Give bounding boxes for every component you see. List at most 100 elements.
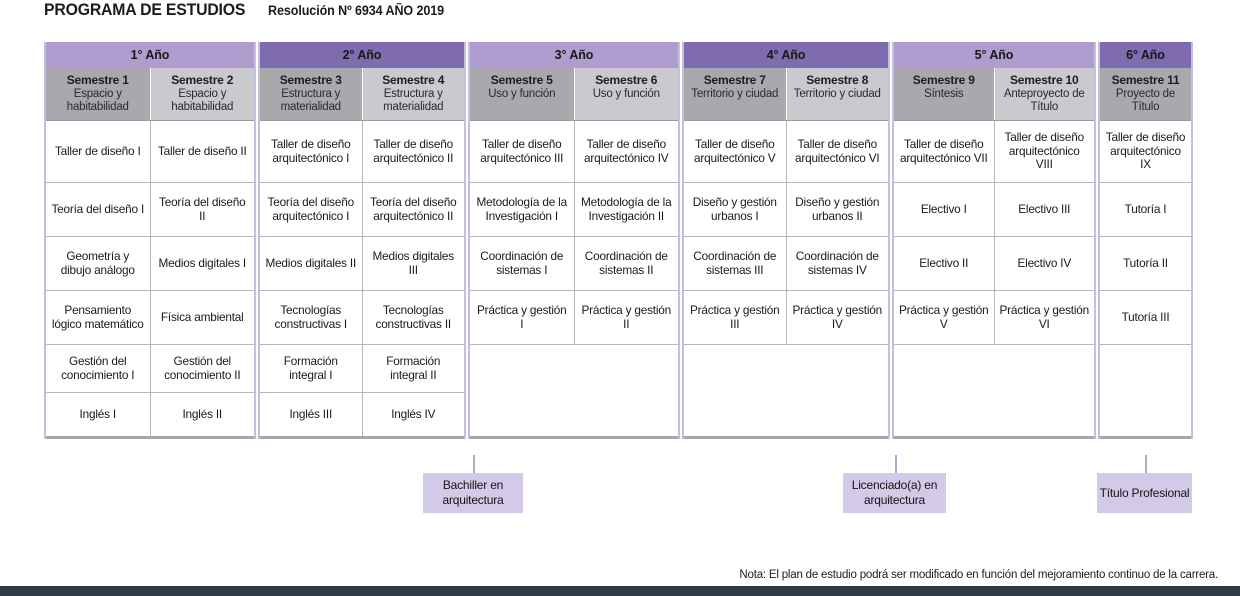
course-cell[interactable]: Taller de diseño arquitectónico VII bbox=[894, 121, 995, 183]
course-cell[interactable]: Física ambiental bbox=[150, 291, 254, 345]
course-cell[interactable]: Electivo IV bbox=[994, 237, 1094, 291]
degree-exit-box[interactable]: Bachiller en arquitectura bbox=[423, 473, 523, 513]
year-header: 5° Año bbox=[894, 42, 1094, 68]
course-cell[interactable]: Metodología de la Investigación I bbox=[470, 183, 575, 237]
course-cell[interactable]: Medios digitales III bbox=[362, 237, 464, 291]
course-cell[interactable]: Tutoría III bbox=[1100, 291, 1191, 345]
course-cell-empty bbox=[684, 345, 786, 393]
degree-exit-box[interactable]: Licenciado(a) en arquitectura bbox=[843, 473, 946, 513]
course-cell[interactable]: Práctica y gestión II bbox=[574, 291, 678, 345]
course-cell[interactable]: Tutoría II bbox=[1100, 237, 1191, 291]
course-cell[interactable]: Taller de diseño arquitectónico IX bbox=[1100, 121, 1191, 183]
semester-name: Semestre 11 bbox=[1111, 73, 1180, 87]
course-cell-empty bbox=[894, 393, 994, 436]
course-cell[interactable]: Tecnologías constructivas II bbox=[362, 291, 464, 345]
course-cell[interactable]: Geometría y dibujo análogo bbox=[46, 237, 151, 291]
year-header: 6° Año bbox=[1100, 42, 1191, 68]
course-cell[interactable]: Práctica y gestión V bbox=[894, 291, 995, 345]
course-cell[interactable]: Taller de diseño arquitectónico II bbox=[362, 121, 464, 183]
course-cell[interactable]: Teoría del diseño arquitectónico I bbox=[260, 183, 363, 237]
course-cell[interactable]: Práctica y gestión III bbox=[684, 291, 787, 345]
course-cell[interactable]: Medios digitales I bbox=[150, 237, 254, 291]
course-cell[interactable]: Inglés II bbox=[150, 393, 254, 436]
course-cell[interactable]: Taller de diseño arquitectónico I bbox=[260, 121, 363, 183]
course-cell[interactable]: Coordinación de sistemas II bbox=[574, 237, 678, 291]
course-row bbox=[1100, 393, 1191, 436]
course-cell-empty bbox=[574, 345, 678, 393]
semester-focus: Anteproyecto de Título bbox=[1003, 88, 1085, 113]
course-cell[interactable]: Electivo III bbox=[994, 183, 1094, 237]
course-row: Tutoría I bbox=[1100, 183, 1191, 237]
semester-focus: Territorio y ciudad bbox=[793, 88, 881, 100]
course-cell[interactable]: Teoría del diseño II bbox=[150, 183, 254, 237]
course-cell[interactable]: Taller de diseño I bbox=[46, 121, 151, 183]
course-cell[interactable]: Práctica y gestión VI bbox=[994, 291, 1094, 345]
footer-note: Nota: El plan de estudio podrá ser modif… bbox=[739, 569, 1218, 581]
course-cell[interactable]: Diseño y gestión urbanos II bbox=[786, 183, 888, 237]
degree-connector-line bbox=[1145, 455, 1147, 473]
course-cell[interactable]: Tutoría I bbox=[1100, 183, 1191, 237]
semester-focus: Territorio y ciudad bbox=[691, 88, 779, 100]
course-cell[interactable]: Electivo I bbox=[894, 183, 995, 237]
course-cell[interactable]: Coordinación de sistemas IV bbox=[786, 237, 888, 291]
course-cell[interactable]: Práctica y gestión IV bbox=[786, 291, 888, 345]
course-cell[interactable]: Teoría del diseño I bbox=[46, 183, 151, 237]
semester-name: Semestre 3 bbox=[279, 73, 342, 87]
course-cell[interactable]: Electivo II bbox=[894, 237, 995, 291]
course-cell[interactable]: Tecnologías constructivas I bbox=[260, 291, 363, 345]
course-cell[interactable]: Formación integral II bbox=[362, 345, 464, 393]
course-cell[interactable]: Teoría del diseño arquitectónico II bbox=[362, 183, 464, 237]
course-cell[interactable]: Taller de diseño II bbox=[150, 121, 254, 183]
course-cell[interactable]: Taller de diseño arquitectónico IV bbox=[574, 121, 678, 183]
semester-name: Semestre 7 bbox=[703, 73, 766, 87]
semester-focus: Estructura y materialidad bbox=[280, 88, 341, 113]
degree-exit-box[interactable]: Título Profesional bbox=[1097, 473, 1192, 513]
course-cell[interactable]: Taller de diseño arquitectónico VI bbox=[786, 121, 888, 183]
course-cell[interactable]: Coordinación de sistemas I bbox=[470, 237, 575, 291]
course-cell[interactable]: Medios digitales II bbox=[260, 237, 363, 291]
course-cell[interactable]: Taller de diseño arquitectónico VIII bbox=[994, 121, 1094, 183]
course-cell[interactable]: Diseño y gestión urbanos I bbox=[684, 183, 787, 237]
course-cell[interactable]: Formación integral I bbox=[260, 345, 363, 393]
course-cell[interactable]: Gestión del conocimiento II bbox=[150, 345, 254, 393]
course-cell[interactable]: Taller de diseño arquitectónico III bbox=[470, 121, 575, 183]
course-cell[interactable]: Taller de diseño arquitectónico V bbox=[684, 121, 787, 183]
course-cell[interactable]: Inglés I bbox=[46, 393, 151, 436]
course-cell-empty bbox=[470, 393, 574, 436]
course-cell[interactable]: Pensamiento lógico matemático bbox=[46, 291, 151, 345]
course-cell[interactable]: Inglés III bbox=[260, 393, 363, 436]
semester-focus: Uso y función bbox=[488, 88, 556, 100]
course-row bbox=[684, 393, 888, 436]
course-cell[interactable]: Práctica y gestión I bbox=[470, 291, 575, 345]
course-cell[interactable]: Coordinación de sistemas III bbox=[684, 237, 787, 291]
course-cell[interactable]: Inglés IV bbox=[362, 393, 464, 436]
course-cell[interactable]: Gestión del conocimiento I bbox=[46, 345, 151, 393]
course-cell[interactable]: Metodología de la Investigación II bbox=[574, 183, 678, 237]
course-row: Tutoría III bbox=[1100, 291, 1191, 345]
